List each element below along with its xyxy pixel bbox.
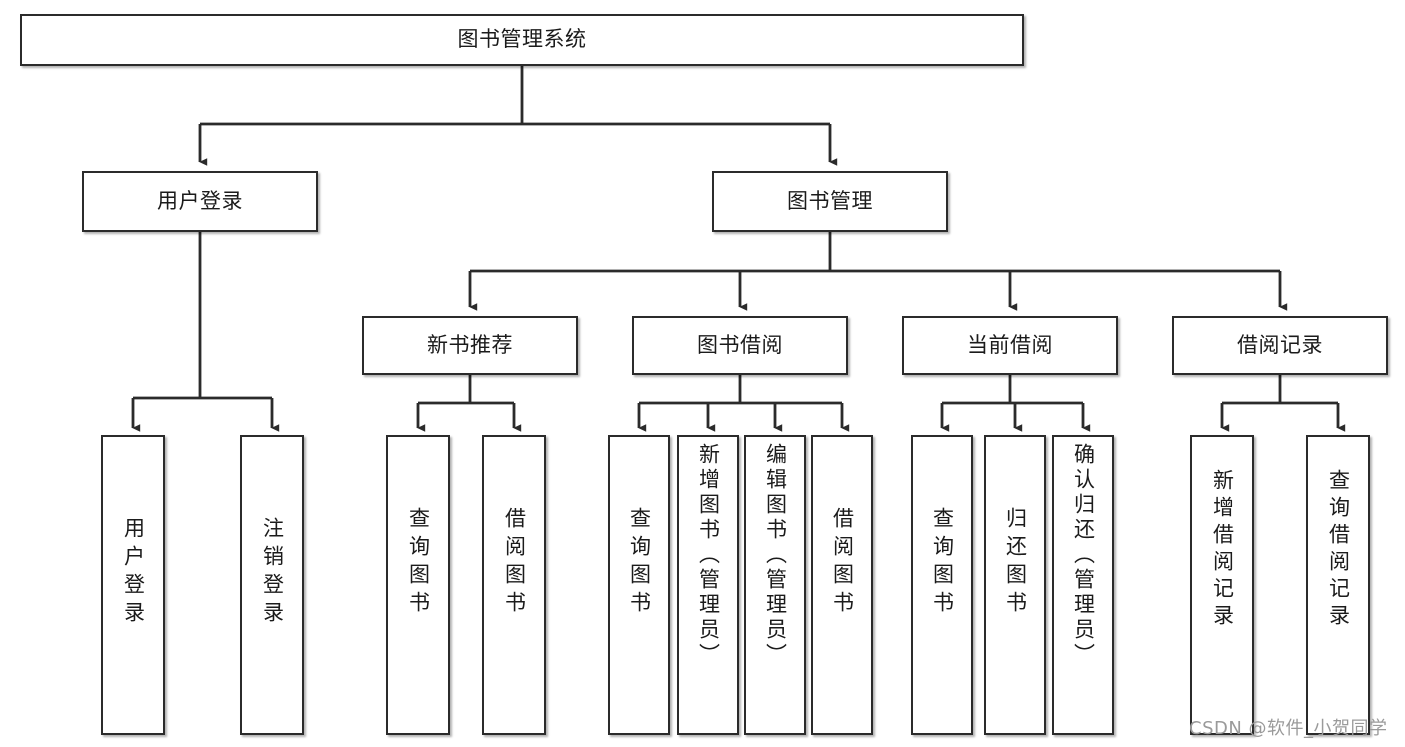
node-leaf-edit-book-label: 编辑图书（管理员） [763, 443, 788, 668]
node-leaf-query-record[interactable]: 查询借阅记录 [1306, 435, 1370, 735]
node-leaf-add-book-label: 新增图书（管理员） [696, 443, 721, 668]
node-leaf-add-record[interactable]: 新增借阅记录 [1190, 435, 1254, 735]
node-leaf-return-book[interactable]: 归还图书 [984, 435, 1046, 735]
node-book-manage[interactable]: 图书管理 [712, 171, 948, 232]
node-leaf-query-book-3-label: 查询图书 [930, 507, 955, 619]
node-leaf-borrow-book-2[interactable]: 借阅图书 [811, 435, 873, 735]
node-new-book-rec[interactable]: 新书推荐 [362, 316, 578, 375]
node-root-label: 图书管理系统 [457, 27, 587, 52]
node-leaf-user-logout[interactable]: 注销登录 [240, 435, 304, 735]
node-leaf-user-login[interactable]: 用户登录 [101, 435, 165, 735]
node-book-borrow[interactable]: 图书借阅 [632, 316, 848, 375]
node-leaf-return-book-label: 归还图书 [1003, 507, 1028, 619]
node-leaf-query-book-2[interactable]: 查询图书 [608, 435, 670, 735]
node-leaf-confirm-return-label: 确认归还（管理员） [1071, 443, 1096, 668]
node-current-borrow[interactable]: 当前借阅 [902, 316, 1118, 375]
node-new-book-rec-label: 新书推荐 [427, 332, 513, 357]
node-leaf-query-book-1[interactable]: 查询图书 [386, 435, 450, 735]
node-book-manage-label: 图书管理 [787, 188, 873, 213]
node-leaf-borrow-book-1-label: 借阅图书 [502, 507, 527, 619]
node-leaf-query-book-3[interactable]: 查询图书 [911, 435, 973, 735]
node-leaf-query-record-label: 查询借阅记录 [1326, 469, 1351, 631]
node-leaf-edit-book[interactable]: 编辑图书（管理员） [744, 435, 806, 735]
node-user-login[interactable]: 用户登录 [82, 171, 318, 232]
node-leaf-query-book-1-label: 查询图书 [406, 507, 431, 619]
node-leaf-user-login-label: 用户登录 [121, 517, 146, 629]
node-leaf-add-book[interactable]: 新增图书（管理员） [677, 435, 739, 735]
node-root[interactable]: 图书管理系统 [20, 14, 1024, 66]
node-borrow-record[interactable]: 借阅记录 [1172, 316, 1388, 375]
node-leaf-borrow-book-1[interactable]: 借阅图书 [482, 435, 546, 735]
node-leaf-user-logout-label: 注销登录 [260, 517, 285, 629]
csdn-watermark: CSDN @软件_小贺同学 [1189, 718, 1388, 739]
node-leaf-confirm-return[interactable]: 确认归还（管理员） [1052, 435, 1114, 735]
node-borrow-record-label: 借阅记录 [1237, 332, 1323, 357]
node-user-login-label: 用户登录 [157, 188, 243, 213]
node-leaf-add-record-label: 新增借阅记录 [1210, 469, 1235, 631]
node-book-borrow-label: 图书借阅 [697, 332, 783, 357]
node-current-borrow-label: 当前借阅 [967, 332, 1053, 357]
node-leaf-query-book-2-label: 查询图书 [627, 507, 652, 619]
node-leaf-borrow-book-2-label: 借阅图书 [830, 507, 855, 619]
